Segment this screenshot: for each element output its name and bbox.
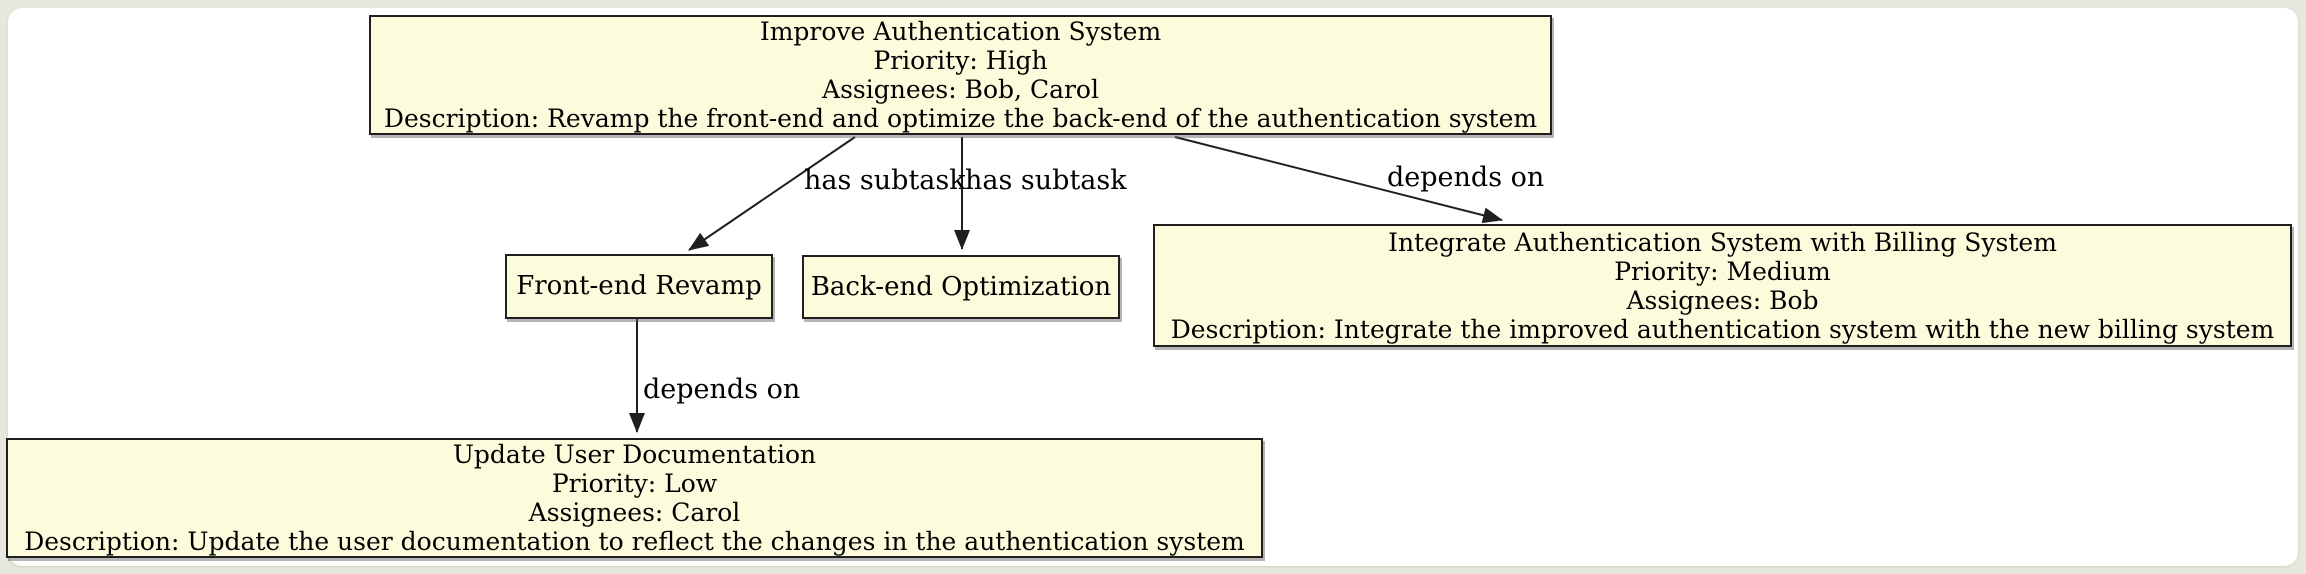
task-node-update-user-documentation: Update User Documentation Priority: Low … [6,438,1263,558]
task-title: Front-end Revamp [516,271,762,301]
task-description: Description: Integrate the improved auth… [1170,314,2275,344]
task-title: Back-end Optimization [810,271,1112,302]
task-priority: Priority: High [873,46,1048,75]
task-title: Update User Documentation [452,440,817,469]
task-priority: Priority: Medium [1614,256,1831,286]
task-assignees: Assignees: Bob, Carol [822,75,1099,104]
task-description: Description: Revamp the front-end and op… [383,104,1538,133]
edge-label-depends-on-1: depends on [1387,162,1545,193]
task-assignees: Assignees: Bob [1626,285,1819,315]
task-node-back-end-optimization: Back-end Optimization [802,255,1120,319]
edge-label-has-subtask-2: has subtask [965,165,1127,196]
edge-label-has-subtask-1: has subtask [804,165,966,196]
task-node-integrate-billing: Integrate Authentication System with Bil… [1153,224,2292,347]
task-node-front-end-revamp: Front-end Revamp [505,254,773,319]
task-title: Improve Authentication System [759,17,1162,46]
task-title: Integrate Authentication System with Bil… [1388,227,2057,257]
task-assignees: Assignees: Carol [528,498,741,527]
task-priority: Priority: Low [551,469,718,498]
task-description: Description: Update the user documentati… [24,527,1245,556]
edge-label-depends-on-2: depends on [643,374,801,405]
task-node-improve-authentication: Improve Authentication System Priority: … [369,15,1552,135]
